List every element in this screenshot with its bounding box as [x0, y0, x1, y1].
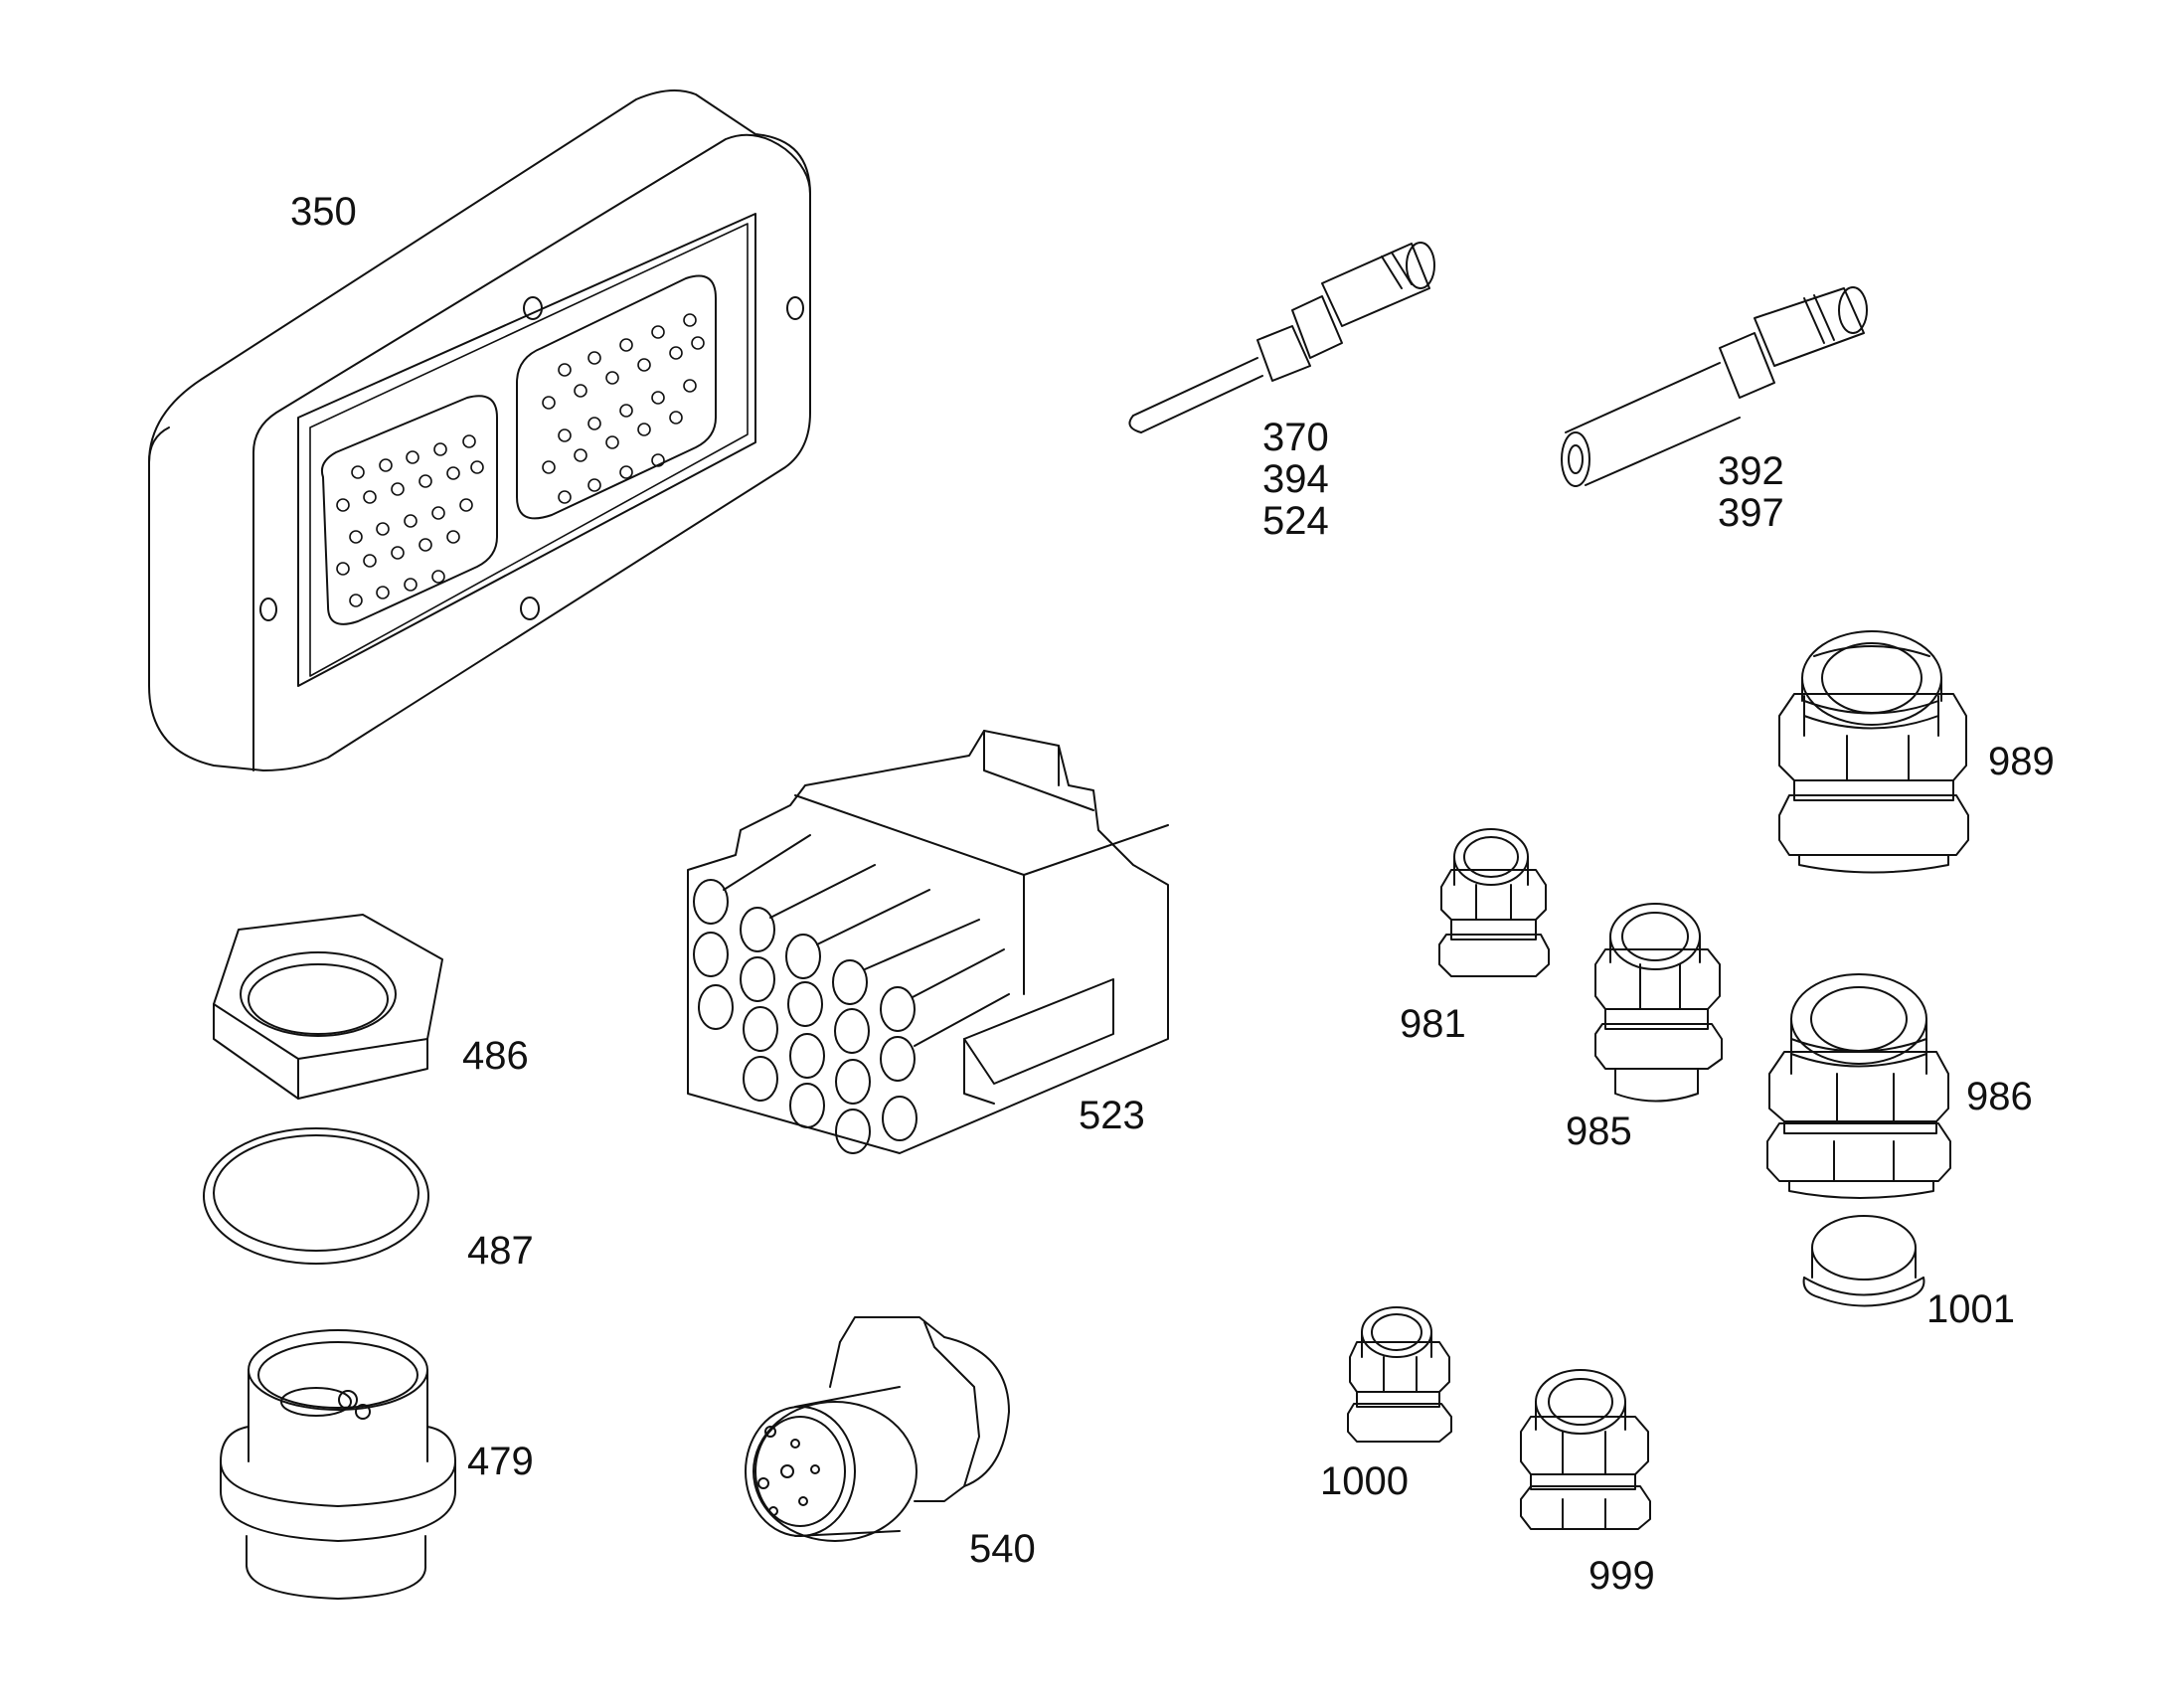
part-985-cable-gland: [1595, 904, 1722, 1102]
label-981: 981: [1400, 1002, 1466, 1046]
label-487: 487: [467, 1229, 534, 1273]
label-1001: 1001: [1926, 1287, 2015, 1331]
part-350-housing: [149, 90, 810, 770]
label-985: 985: [1566, 1110, 1632, 1153]
part-986-cable-gland: [1767, 974, 1950, 1198]
part-989-cable-gland: [1779, 631, 1968, 873]
label-989: 989: [1988, 740, 2055, 783]
part-392-socket-contact: [1562, 287, 1867, 486]
part-981-cable-gland: [1439, 829, 1549, 976]
part-370-pin-contact: [1129, 243, 1434, 432]
label-540: 540: [969, 1527, 1036, 1571]
label-350: 350: [290, 190, 357, 234]
label-397: 397: [1718, 491, 1784, 535]
label-486: 486: [462, 1034, 529, 1078]
part-1001-cap: [1804, 1216, 1924, 1306]
label-370: 370: [1262, 416, 1329, 459]
label-524: 524: [1262, 499, 1329, 543]
part-999-cable-gland: [1521, 1370, 1650, 1529]
part-486-hex-nut: [214, 915, 442, 1099]
label-999: 999: [1588, 1554, 1655, 1598]
part-479-receptacle: [221, 1330, 455, 1599]
part-487-o-ring: [204, 1128, 428, 1264]
label-394: 394: [1262, 457, 1329, 501]
part-523-multipin-housing: [688, 731, 1168, 1153]
label-1000: 1000: [1320, 1459, 1409, 1503]
label-479: 479: [467, 1440, 534, 1483]
label-392: 392: [1718, 449, 1784, 493]
label-986: 986: [1966, 1075, 2033, 1118]
label-523: 523: [1079, 1094, 1145, 1137]
part-1000-cable-gland: [1348, 1307, 1451, 1442]
part-540-circular-connector: [746, 1317, 1009, 1541]
